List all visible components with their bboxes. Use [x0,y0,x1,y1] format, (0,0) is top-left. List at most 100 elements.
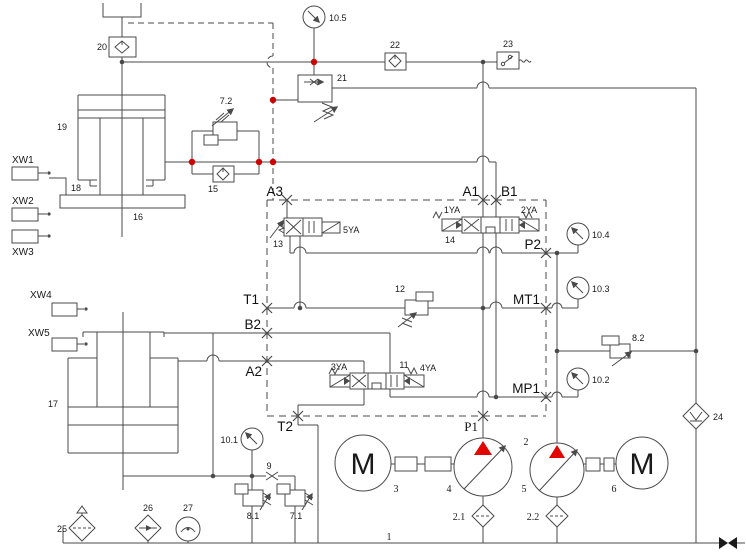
test-point-t2 [292,410,304,422]
label-7-2: 7.2 [220,96,233,106]
motor-6-letter: M [630,448,655,481]
label-13: 13 [273,239,283,249]
label-27: 27 [183,503,193,513]
label-port-mt1: MT1 [513,292,540,307]
label-20: 20 [97,42,107,52]
limit-switch-xw3 [11,229,51,244]
label-port-t1: T1 [243,292,259,307]
label-xw4: XW4 [30,290,52,301]
check-valve-15 [212,165,235,183]
limit-switch-xw1 [11,166,51,181]
text-labels: 20 22 23 10.5 21 7.2 15 19 18 16 17 XW1 … [12,13,723,543]
throttle-valve-9 [265,471,279,481]
label-2: 2 [524,437,529,448]
label-port-a3: A3 [266,184,283,199]
label-1: 1 [387,532,392,543]
label-8-2: 8.2 [632,333,645,343]
shaft-coupling-right [584,457,616,472]
test-point-mp1 [540,391,552,403]
label-2-2: 2.2 [527,512,540,523]
label-10-2: 10.2 [592,375,610,385]
junction-dots [119,59,699,479]
test-point-b2 [261,327,273,339]
press-cylinder-19 [49,94,186,237]
label-10-1: 10.1 [220,435,238,445]
label-24: 24 [713,412,723,422]
label-port-a2: A2 [245,364,262,379]
limit-switch-xw5 [51,337,88,352]
label-2ya: 2YA [521,205,537,215]
label-18: 18 [71,183,81,193]
limit-switch-xw2 [11,207,51,222]
label-15: 15 [208,184,218,194]
unloading-valve-21 [297,74,339,123]
red-junction-dots [188,58,318,166]
label-6: 6 [612,484,617,495]
test-point-t1 [261,302,273,314]
pressure-gauge-10-4 [566,222,590,246]
label-16: 16 [133,212,143,222]
motor-3-letter: M [351,448,376,481]
label-5: 5 [522,484,527,495]
label-3: 3 [394,484,399,495]
test-point-b1 [490,194,502,206]
label-port-a1: A1 [462,184,479,199]
label-10-3: 10.3 [592,284,610,294]
electric-motor-6 [615,436,669,490]
pressure-switch-23 [496,51,532,70]
label-xw2: XW2 [12,196,34,207]
electric-motor-3 [334,434,392,492]
solenoid-valve-14 [432,210,540,234]
test-point-a1 [477,194,489,206]
air-breather-25 [68,505,96,542]
label-port-mp1: MP1 [512,381,540,396]
label-4: 4 [447,484,452,495]
relief-valve-12 [397,291,434,328]
test-point-a3 [281,194,293,206]
return-filter-26 [134,514,162,543]
pipe-lines [62,3,745,544]
label-port-p2: P2 [524,237,541,252]
relief-valve-7-1 [276,483,314,511]
pilot-line-dashed [128,22,274,200]
label-port-p1: P1 [464,419,478,434]
label-1ya: 1YA [444,205,460,215]
pressure-gauge-10-1 [240,427,264,451]
pressure-gauge-10-3 [566,276,590,300]
solenoid-valve-13 [269,217,341,239]
label-22: 22 [390,40,400,50]
label-12: 12 [395,284,405,294]
test-point-p1 [477,410,489,422]
label-14: 14 [445,235,455,245]
variable-pump-4 [453,437,513,497]
label-xw1: XW1 [12,155,34,166]
label-21: 21 [337,73,347,83]
label-port-b2: B2 [244,317,261,332]
label-2-1: 2.1 [453,512,466,523]
label-port-t2: T2 [277,419,293,434]
test-point-a2 [261,355,273,367]
suction-strainer-2-2 [545,504,569,528]
label-26: 26 [143,503,153,513]
label-xw5: XW5 [28,328,50,339]
label-11: 11 [399,360,408,370]
shaft-coupling-left [391,456,454,472]
label-8-1: 8.1 [247,511,260,521]
label-10-4: 10.4 [592,230,610,240]
test-points [261,194,552,422]
drain-valve [719,537,737,549]
label-23: 23 [503,39,513,49]
check-valve-22 [384,52,407,71]
variable-pump-5 [529,442,585,498]
suction-strainer-2-1 [471,504,495,528]
solenoid-valve-11 [328,366,425,390]
label-xw3: XW3 [12,247,34,258]
ejector-cylinder-17 [67,312,179,490]
test-point-mt1 [540,302,552,314]
relief-valve-8-1 [234,483,272,511]
pilot-relief-valve-7-2 [203,108,238,146]
label-17: 17 [48,399,58,409]
check-valve-24 [682,402,710,430]
relief-valve-8-2 [601,335,633,367]
